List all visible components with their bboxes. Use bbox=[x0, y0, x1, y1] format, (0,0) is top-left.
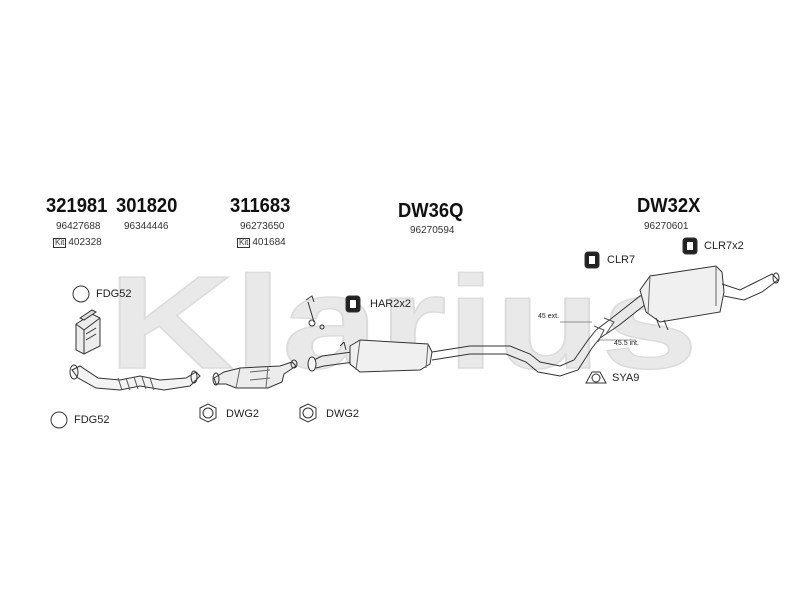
part-code-dw32x: DW32X bbox=[637, 195, 701, 217]
sya9-label: SYA9 bbox=[612, 372, 640, 384]
clr7x2-label: CLR7x2 bbox=[704, 240, 744, 252]
clr7x2-icon bbox=[682, 237, 698, 255]
har2x2-label: HAR2x2 bbox=[370, 298, 411, 310]
fdg52-top-label: FDG52 bbox=[96, 288, 132, 300]
rear-pipe-drawing bbox=[560, 293, 654, 343]
hanger-rod-drawing bbox=[305, 295, 325, 330]
middle-silencer-drawing bbox=[307, 329, 601, 377]
oem-number: 96344446 bbox=[124, 221, 169, 232]
kit-number-value: 401684 bbox=[252, 237, 286, 248]
fdg52-bottom-icon bbox=[50, 411, 68, 429]
dwg2-left-label: DWG2 bbox=[226, 408, 259, 420]
sya9-icon bbox=[585, 371, 607, 384]
kit-badge: Kit bbox=[237, 237, 251, 248]
part-code-301820: 301820 bbox=[116, 195, 178, 217]
fdg52-bottom-label: FDG52 bbox=[74, 414, 110, 426]
dwg2-right-label: DWG2 bbox=[326, 408, 359, 420]
watermark-text: Klarius bbox=[108, 249, 698, 396]
dwg2-right-icon bbox=[299, 403, 317, 423]
dimension-ext-label: 45 ext. bbox=[538, 313, 560, 320]
har2x2-icon bbox=[345, 295, 361, 313]
kit-number: Kit 401684 bbox=[237, 237, 286, 248]
front-pipe-drawing bbox=[69, 364, 201, 391]
fdg52-top-icon bbox=[72, 285, 90, 303]
catalytic-converter-drawing bbox=[212, 359, 298, 389]
part-code-321981: 321981 bbox=[46, 195, 108, 217]
rear-silencer-drawing bbox=[639, 265, 780, 331]
oem-number: 96273650 bbox=[240, 221, 285, 232]
dimension-int-label: 45.5 int. bbox=[614, 340, 639, 347]
oem-number: 96427688 bbox=[56, 221, 101, 232]
fitting-symbols bbox=[50, 237, 698, 429]
kit-number: Kit 402328 bbox=[53, 237, 102, 248]
part-code-311683: 311683 bbox=[230, 195, 291, 217]
oem-number: 96270601 bbox=[644, 221, 689, 232]
part-code-dw36q: DW36Q bbox=[398, 200, 464, 222]
oem-number: 96270594 bbox=[410, 225, 455, 236]
kit-number-value: 402328 bbox=[68, 237, 102, 248]
manifold-cat-drawing bbox=[75, 309, 101, 355]
dwg2-left-icon bbox=[199, 403, 217, 423]
clr7-icon bbox=[584, 251, 600, 269]
kit-badge: Kit bbox=[53, 237, 67, 248]
clr7-label: CLR7 bbox=[607, 254, 636, 266]
